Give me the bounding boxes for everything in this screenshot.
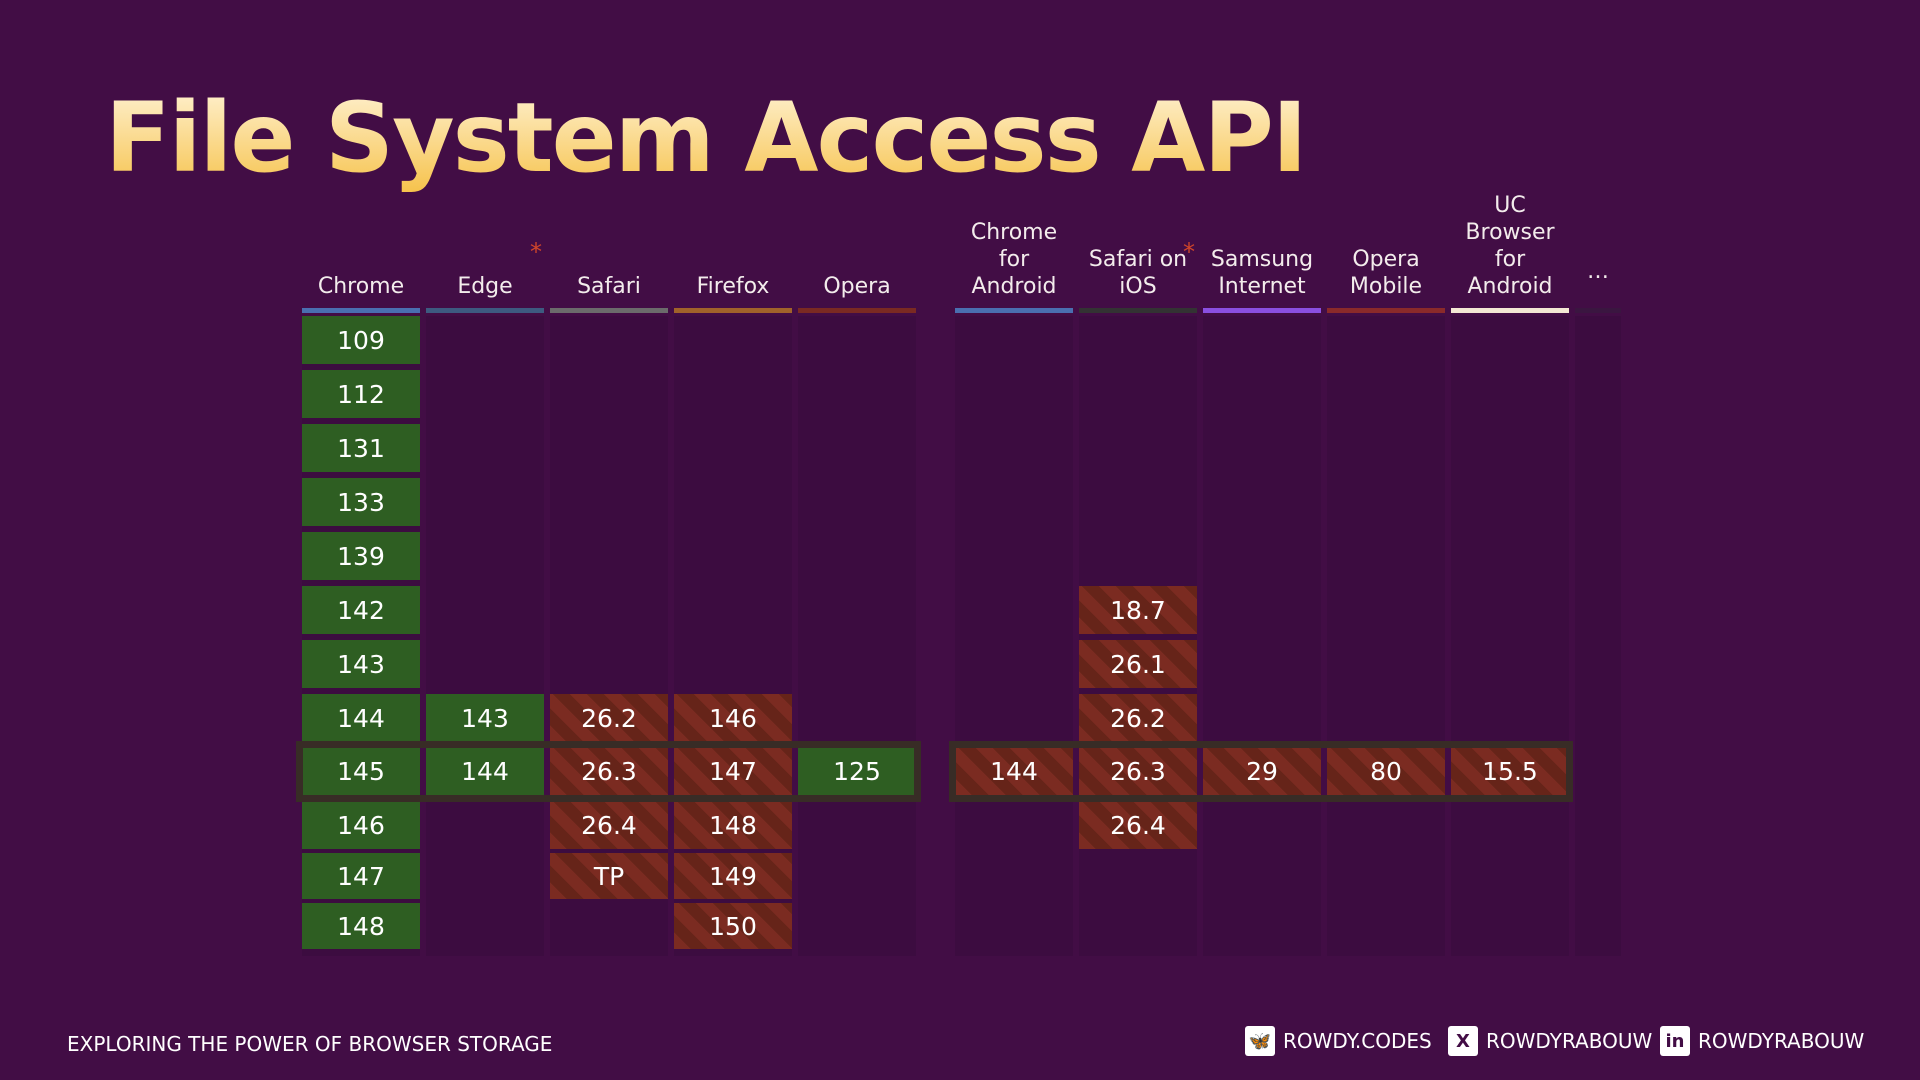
column-background bbox=[1451, 316, 1569, 956]
version-cell[interactable]: 26.2 bbox=[550, 694, 668, 742]
column-background bbox=[426, 316, 544, 956]
column-color-bar bbox=[798, 308, 916, 313]
version-cell[interactable]: 148 bbox=[674, 801, 792, 849]
column-header: Firefox bbox=[696, 274, 770, 299]
version-cell[interactable]: 112 bbox=[302, 370, 420, 418]
column-background bbox=[302, 316, 420, 956]
column-background bbox=[1203, 316, 1321, 956]
column-color-bar bbox=[426, 308, 544, 313]
version-cell[interactable]: 144 bbox=[302, 694, 420, 742]
column-header: Edge bbox=[457, 274, 513, 299]
column-background bbox=[1575, 316, 1621, 956]
version-cell[interactable]: 125 bbox=[798, 747, 916, 795]
version-cell[interactable]: 80 bbox=[1327, 747, 1445, 795]
version-cell[interactable]: 145 bbox=[302, 747, 420, 795]
version-cell[interactable]: 144 bbox=[426, 747, 544, 795]
version-cell[interactable]: 149 bbox=[674, 853, 792, 899]
column-color-bar bbox=[674, 308, 792, 313]
social-label: ROWDY.CODES bbox=[1283, 1029, 1432, 1053]
column-background bbox=[550, 316, 668, 956]
version-cell[interactable]: 26.2 bbox=[1079, 694, 1197, 742]
column-background bbox=[955, 316, 1073, 956]
version-cell[interactable]: TP bbox=[550, 853, 668, 899]
version-cell[interactable]: 26.4 bbox=[550, 801, 668, 849]
version-cell[interactable]: 26.3 bbox=[1079, 747, 1197, 795]
version-cell[interactable]: 26.4 bbox=[1079, 801, 1197, 849]
version-cell[interactable]: 109 bbox=[302, 316, 420, 364]
column-background bbox=[674, 316, 792, 956]
social-label: ROWDYRABOUW bbox=[1698, 1029, 1865, 1053]
version-cell[interactable]: 131 bbox=[302, 424, 420, 472]
column-header: Chrome for Android bbox=[970, 220, 1058, 299]
version-cell[interactable]: 147 bbox=[674, 747, 792, 795]
column-color-bar bbox=[1327, 308, 1445, 313]
column-color-bar bbox=[550, 308, 668, 313]
version-cell[interactable]: 18.7 bbox=[1079, 586, 1197, 634]
column-color-bar bbox=[1203, 308, 1321, 313]
column-color-bar bbox=[1575, 308, 1621, 313]
column-color-bar bbox=[1079, 308, 1197, 313]
column-color-bar bbox=[1451, 308, 1569, 313]
column-background bbox=[1079, 316, 1197, 956]
column-header: Samsung Internet bbox=[1210, 247, 1314, 299]
version-cell[interactable]: 146 bbox=[674, 694, 792, 742]
version-cell[interactable]: 143 bbox=[302, 640, 420, 688]
version-cell[interactable]: 143 bbox=[426, 694, 544, 742]
column-color-bar bbox=[955, 308, 1073, 313]
note-asterisk-icon: * bbox=[530, 238, 542, 266]
version-cell[interactable]: 144 bbox=[955, 747, 1073, 795]
social-bluesky[interactable]: 🦋 ROWDY.CODES bbox=[1245, 1026, 1432, 1056]
column-header: Opera Mobile bbox=[1349, 247, 1423, 299]
column-header: Chrome bbox=[317, 274, 405, 299]
version-cell[interactable]: 142 bbox=[302, 586, 420, 634]
footer-subtitle: EXPLORING THE POWER OF BROWSER STORAGE bbox=[67, 1032, 553, 1056]
social-label: ROWDYRABOUW bbox=[1486, 1029, 1653, 1053]
column-header: Safari bbox=[577, 274, 641, 299]
version-cell[interactable]: 139 bbox=[302, 532, 420, 580]
version-cell[interactable]: 146 bbox=[302, 801, 420, 849]
social-linkedin[interactable]: in ROWDYRABOUW bbox=[1660, 1026, 1864, 1056]
version-cell[interactable]: 29 bbox=[1203, 747, 1321, 795]
x-icon: X bbox=[1448, 1026, 1478, 1056]
column-background bbox=[798, 316, 916, 956]
column-header: … bbox=[1587, 259, 1609, 284]
social-x[interactable]: X ROWDYRABOUW bbox=[1448, 1026, 1652, 1056]
column-color-bar bbox=[302, 308, 420, 313]
version-cell[interactable]: 15.5 bbox=[1451, 747, 1569, 795]
page-title: File System Access API bbox=[105, 82, 1308, 194]
version-cell[interactable]: 150 bbox=[674, 903, 792, 949]
version-cell[interactable]: 133 bbox=[302, 478, 420, 526]
column-header: Opera bbox=[823, 274, 891, 299]
linkedin-icon: in bbox=[1660, 1026, 1690, 1056]
column-background bbox=[1327, 316, 1445, 956]
note-asterisk-icon: * bbox=[1183, 238, 1195, 266]
current-version-highlight-desktop bbox=[296, 741, 921, 802]
column-header: Safari on iOS bbox=[1088, 247, 1188, 299]
version-cell[interactable]: 26.1 bbox=[1079, 640, 1197, 688]
column-header: UC Browser for Android bbox=[1465, 193, 1555, 299]
bluesky-icon: 🦋 bbox=[1245, 1026, 1275, 1056]
current-version-highlight-mobile bbox=[949, 741, 1573, 802]
version-cell[interactable]: 26.3 bbox=[550, 747, 668, 795]
version-cell[interactable]: 148 bbox=[302, 903, 420, 949]
version-cell[interactable]: 147 bbox=[302, 853, 420, 899]
